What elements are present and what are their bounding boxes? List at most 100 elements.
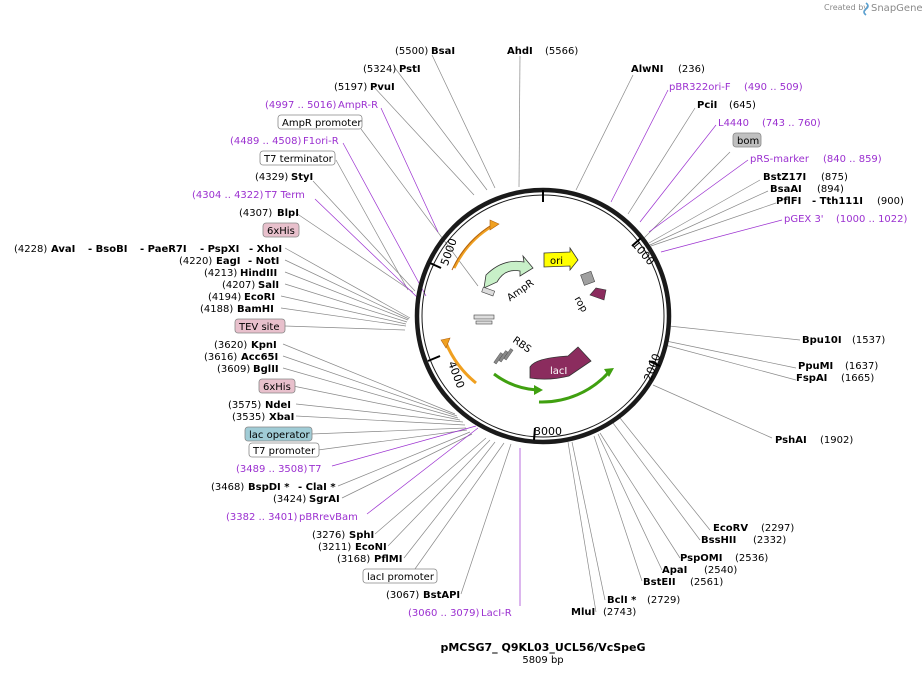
label-bsai: BsaI [431,46,455,57]
tick-3000: 3000 [534,425,562,438]
label-6xhis-lower: 6xHis [263,382,291,393]
label-ecori-pos: (4194) [208,292,241,303]
laci-label: lacI [550,366,567,377]
orange-arrow-head [489,219,500,231]
backbone-circle [414,187,672,445]
label-xbai-pos: (3535) [232,412,265,423]
label-bcli: BclI * [607,595,637,606]
label-pbrrevbam-pos: (3382 .. 3401) [226,512,298,523]
plasmid-length: 5809 bp [522,655,563,666]
label-kpni: KpnI [251,340,277,351]
label-blpi-pos: (4307) [239,208,272,219]
label-xbai: XbaI [269,412,294,423]
label-sgrai-pos: (3424) [273,494,306,505]
label-bstz17i-pos: (875) [821,172,848,183]
label-tth111i-pos: (900) [877,196,904,207]
label-pspomi-pos: (2536) [735,553,768,564]
rbs-feature: RBS [493,335,533,365]
label-alwni: AlwNI [631,64,664,75]
green-arrow-2 [538,371,611,404]
label-pvui-pos: (5197) [334,82,367,93]
label-prs-marker-pos: (840 .. 859) [823,154,882,165]
leader-lines [280,54,801,613]
tick-marks [427,190,661,441]
label-bspdi-pos: (3468) [211,482,244,493]
label-acc65i-pos: (3616) [204,352,237,363]
label-ndei: NdeI [265,400,291,411]
label-ecorv-pos: (2297) [761,523,794,534]
label-clai: - ClaI * [298,482,336,493]
label-bsshii-pos: (2332) [753,535,786,546]
label-xhoi: - XhoI [249,244,282,255]
ampr-feature: AmpR [483,254,536,304]
label-bamhi-pos: (4188) [200,304,233,315]
label-ampr-r-pos: (4997 .. 5016) [265,100,337,111]
ori-feature: ori [543,246,579,272]
label-paer7i: - PaeR7I [140,244,187,255]
label-noti: - NotI [248,256,279,267]
label-pcii: PciI [697,100,717,111]
label-pbr322ori-f: pBR322ori-F [669,82,731,93]
label-t7: T7 [308,464,321,475]
label-prs-marker: pRS-marker [750,154,810,165]
rbs-label: RBS [510,335,533,355]
label-t7-promoter: T7 promoter [252,446,316,457]
label-6xhis-upper: 6xHis [267,226,295,237]
label-pbrrevbam: pBRrevBam [299,512,358,523]
label-ahdi: AhdI [507,46,533,57]
label-bstapi-pos: (3067) [386,590,419,601]
orange-arrow-lower-head [440,337,451,349]
label-pspxi: - PspXI [200,244,239,255]
label-econi-pos: (3211) [318,542,351,553]
label-ecori: EcoRI [244,292,275,303]
label-eagi-pos: (4220) [179,256,212,267]
plasmid-name: pMCSG7_ Q9KL03_UCL56/VcSpeG [440,641,645,654]
label-bpu10i: Bpu10I [802,335,842,346]
laci-feature: lacI [529,346,592,380]
label-bstz17i: BstZ17I [763,172,806,183]
green-arrow-2-head [604,368,614,377]
label-apai: ApaI [662,565,687,576]
label-pcii-pos: (645) [729,100,756,111]
label-bsshii: BssHII [701,535,736,546]
label-bstapi: BstAPI [423,590,460,601]
label-pspomi: PspOMI [680,553,722,564]
label-pgex3: pGEX 3' [784,214,824,225]
label-laci-r: LacI-R [481,608,512,619]
label-f1ori-r-pos: (4489 .. 4508) [230,136,302,147]
label-avai-pos: (4228) [14,244,47,255]
label-acc65i: Acc65I [241,352,278,363]
label-l4440: L4440 [718,118,749,129]
label-hindiii: HindIII [240,268,277,279]
snapgene-logo-icon [863,2,869,16]
label-psti-pos: (5324) [363,64,396,75]
label-pflfi: PflFI [776,196,801,207]
label-sgrai: SgrAI [309,494,340,505]
rop-feature: rop [572,270,607,314]
label-bom: bom [737,136,759,147]
label-bpu10i-pos: (1537) [852,335,885,346]
green-arrow-1-head [534,385,543,395]
label-ppumi: PpuMI [798,361,833,372]
label-bsaai: BsaAI [770,184,802,195]
label-l4440-pos: (743 .. 760) [762,118,821,129]
label-ampr-promoter: AmpR promoter [282,118,362,129]
label-ampr-r: AmpR-R [338,100,378,111]
label-hindiii-pos: (4213) [204,268,237,279]
label-pshai: PshAI [775,435,807,446]
label-sali: SalI [258,280,279,291]
snapgene-brand: SnapGene [871,3,922,14]
label-bsteii: BstEII [643,577,676,588]
label-mlui-pos: (2743) [603,607,636,618]
label-t7-term: T7 Term [264,190,305,201]
label-ecorv: EcoRV [713,523,748,534]
label-ahdi-pos: (5566) [545,46,578,57]
label-bspdi: BspDI * [248,482,290,493]
label-styi: StyI [291,172,313,183]
label-bsai-pos: (5500) [395,46,428,57]
ampr-promoter-arrow [452,224,493,269]
label-tth111i: - Tth111I [812,196,863,207]
label-pshai-pos: (1902) [820,435,853,446]
label-bsteii-pos: (2561) [690,577,723,588]
label-tev-site: TEV site [238,322,280,333]
